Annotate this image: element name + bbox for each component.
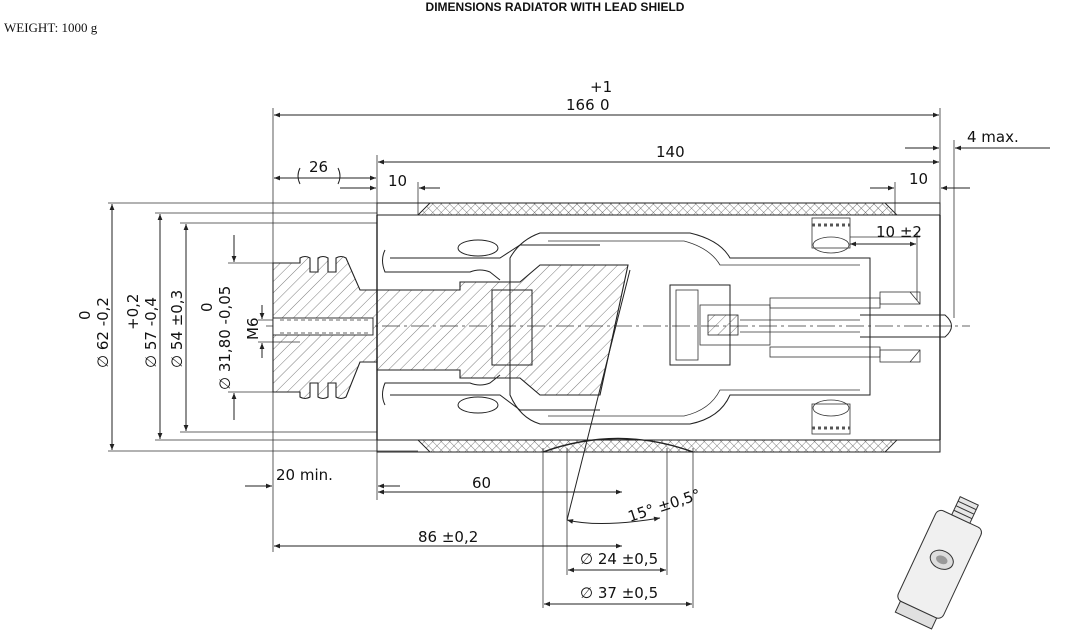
- dim-dia57-tol: +0,2: [124, 294, 142, 330]
- dim-60: 60: [472, 474, 491, 492]
- dim-dia31: ∅ 31,80 -0,05: [216, 286, 234, 390]
- drawing-title: DIMENSIONS RADIATOR WITH LEAD SHIELD: [425, 0, 685, 14]
- dim-166-tol-upper: +1: [590, 78, 612, 96]
- dim-m6: M6: [244, 318, 262, 341]
- lead-shield: [376, 202, 941, 453]
- radiator-fins: [272, 255, 378, 400]
- dim-dia62: ∅ 62 -0,2: [94, 297, 112, 368]
- dim-86: 86 ±0,2: [418, 528, 478, 546]
- component-thumbnail-image: [894, 496, 982, 630]
- dim-26: 26: [309, 158, 328, 176]
- dim-166-tol-lower: 0: [600, 96, 610, 114]
- extension-lines: [108, 108, 955, 608]
- dim-angle: 15° ±0,5°: [626, 485, 703, 525]
- dim-dia37: ∅ 37 ±0,5: [580, 584, 658, 602]
- dim-10-left: 10: [388, 172, 407, 190]
- anode-assembly: [376, 239, 629, 414]
- dim-dia54: ∅ 54 ±0,3: [168, 290, 186, 368]
- dimension-lines: [109, 112, 1050, 607]
- dim-140: 140: [656, 143, 685, 161]
- tube-envelope: [509, 232, 871, 425]
- weight-label: WEIGHT: 1000 g: [4, 20, 98, 35]
- dim-dia24: ∅ 24 ±0,5: [580, 550, 658, 568]
- dim-10-pm2: 10 ±2: [876, 223, 922, 241]
- dim-dia62-tol: 0: [76, 310, 94, 320]
- dim-4max: 4 max.: [967, 128, 1019, 146]
- dim-dia57: ∅ 57 -0,4: [142, 297, 160, 368]
- cathode-assembly: [669, 217, 952, 435]
- dimension-labels: +1 166 0 4 max. 140 26 10 10 10 ±2 20 mi…: [76, 78, 1019, 602]
- dim-10-right: 10: [909, 170, 928, 188]
- dim-20min: 20 min.: [276, 466, 333, 484]
- dim-166-value: 166: [566, 96, 595, 114]
- dim-dia31-tol: 0: [198, 302, 216, 312]
